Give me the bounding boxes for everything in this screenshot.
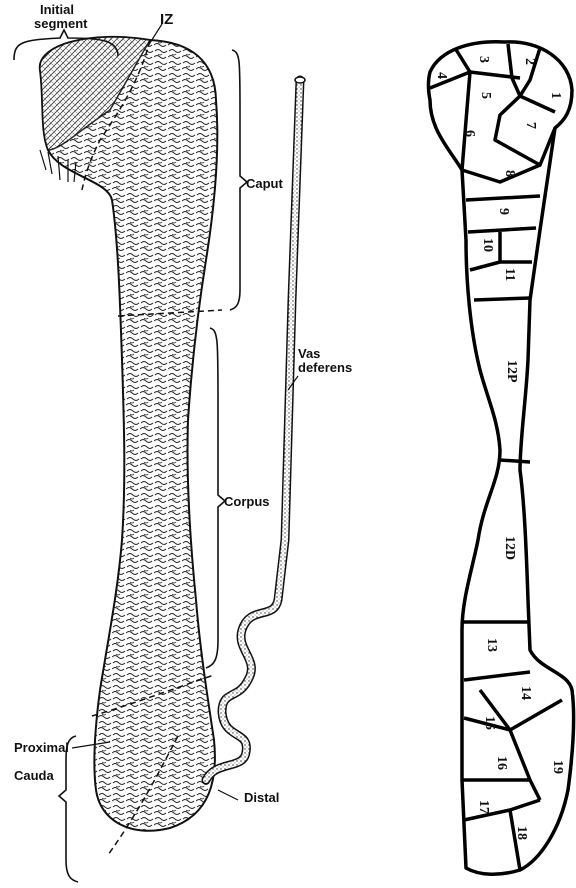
segment-14-label: 14 (518, 686, 533, 700)
segment-17-label: 17 (476, 800, 491, 814)
segment-8-label: 8 (502, 170, 517, 177)
segment-18-label: 18 (514, 826, 529, 840)
segment-16-label: 16 (494, 756, 509, 770)
corpus-brace (206, 328, 225, 668)
iz-label: IZ (160, 11, 173, 28)
segment-19-label: 19 (550, 760, 565, 774)
segment-map (429, 42, 574, 875)
segment-12d-label: 12D (502, 536, 517, 560)
distal-label: Distal (244, 790, 279, 805)
segment-5-label: 5 (478, 92, 493, 99)
vas-label-2: deferens (298, 360, 352, 375)
segment-2-label: 2 (522, 58, 537, 65)
proximal-label: Proximal (14, 740, 69, 755)
segment-6-label: 6 (462, 130, 477, 137)
cauda-label: Cauda (14, 768, 55, 783)
segment-13-label: 13 (484, 638, 499, 652)
epididymis-body (40, 37, 217, 831)
initial-segment-label-2: segment (34, 16, 88, 31)
segment-3-label: 3 (476, 56, 491, 63)
segment-12p-label: 12P (504, 360, 519, 383)
segment-7-label: 7 (523, 122, 538, 129)
caput-label: Caput (246, 176, 284, 191)
segment-11-label: 11 (502, 268, 517, 281)
segment-10-label: 10 (480, 238, 495, 252)
vas-label: Vas (298, 346, 320, 361)
segment-15-label: 15 (482, 716, 497, 730)
caput-brace (230, 50, 247, 310)
initial-segment-label: Initial (40, 2, 74, 17)
segment-1-label: 1 (548, 92, 563, 99)
cauda-brace (59, 736, 78, 882)
segment-4-label: 4 (434, 72, 449, 79)
segment-9-label: 9 (496, 208, 511, 215)
corpus-label: Corpus (224, 494, 270, 509)
